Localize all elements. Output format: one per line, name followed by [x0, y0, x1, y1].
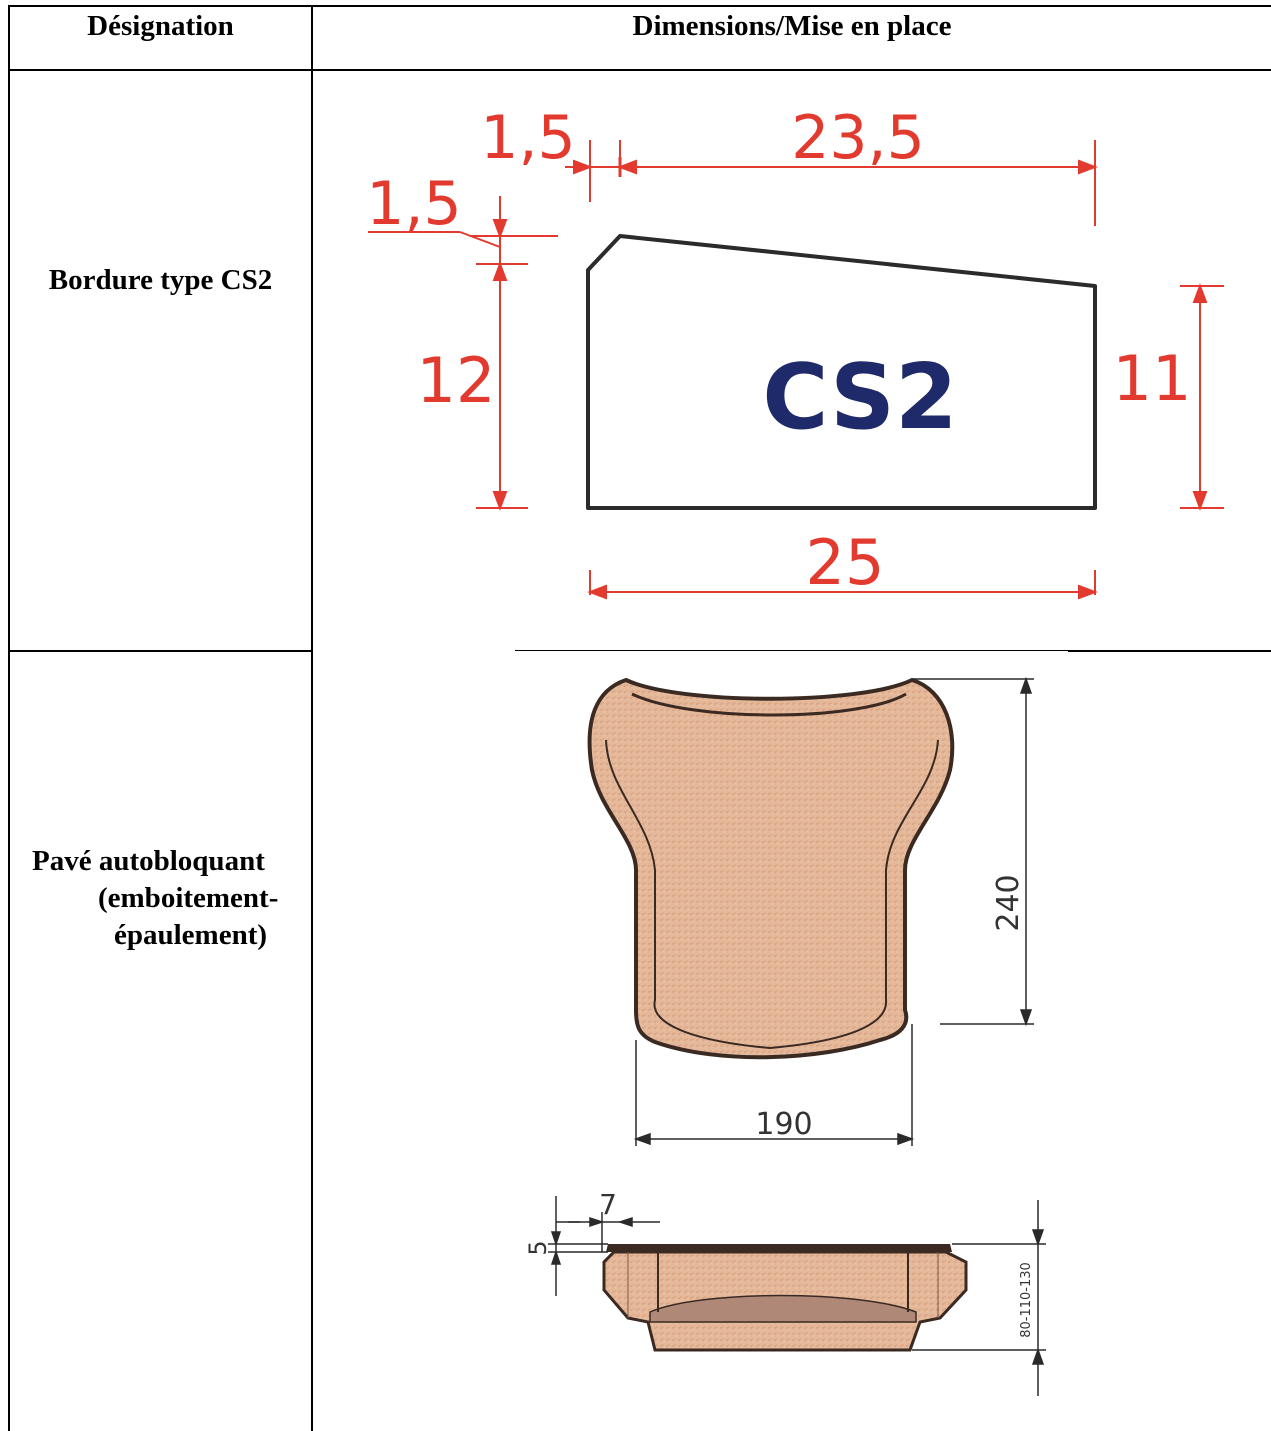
table-border-left — [8, 5, 10, 1431]
paver-top-view: 240 190 — [587, 676, 1034, 1146]
header-dimensions: Dimensions/Mise en place — [632, 10, 952, 42]
row-designation-bordure: Bordure type CS2 — [48, 264, 273, 296]
row-divider-left — [8, 650, 313, 652]
paver-dim-side-a: 7 — [599, 1188, 617, 1221]
paver-dim-height: 240 — [991, 874, 1026, 931]
cs2-curb-drawing: 1,5 23,5 1,5 12 11 25 CS2 — [366, 103, 1224, 600]
paver-dim-thickness: 80-110-130 — [1019, 1262, 1034, 1338]
cs2-dim-left-chamfer: 1,5 — [366, 169, 461, 239]
paver-side-dimension-lines — [548, 1196, 1046, 1396]
cs2-dim-top-width: 23,5 — [791, 103, 925, 173]
row-designation-pave-line3: épaulement) — [114, 919, 268, 951]
cs2-dim-right-height: 11 — [1113, 342, 1192, 415]
cs2-profile-outline — [586, 234, 1097, 510]
row-divider-middle — [515, 650, 1068, 651]
paver-dim-side-b: 5 — [524, 1240, 552, 1255]
cs2-dim-left-height: 12 — [417, 344, 496, 417]
paver-side-top-band — [606, 1244, 952, 1252]
cs2-dim-bottom-width: 25 — [806, 526, 885, 599]
row-designation-pave-line1: Pavé autobloquant — [32, 845, 265, 877]
cs2-label: CS2 — [762, 345, 957, 450]
paver-top-dimension-lines — [633, 676, 1034, 1146]
paver-dim-width: 190 — [755, 1107, 812, 1142]
row-divider-right — [1068, 650, 1271, 652]
paver-side-center-shade — [649, 1294, 917, 1323]
cs2-dim-top-chamfer: 1,5 — [480, 103, 575, 173]
paver-top-outline — [587, 677, 955, 1060]
table-border-top — [8, 5, 1271, 7]
header-designation: Désignation — [87, 10, 234, 42]
table-column-divider — [311, 5, 313, 1431]
paver-side-view: 7 5 80-110-130 — [524, 1188, 1046, 1396]
paver-top-groove — [631, 692, 907, 717]
row-designation-pave-line2: (emboitement- — [98, 882, 279, 914]
cs2-dimension-lines — [368, 140, 1224, 600]
header-row-divider — [8, 69, 1271, 71]
